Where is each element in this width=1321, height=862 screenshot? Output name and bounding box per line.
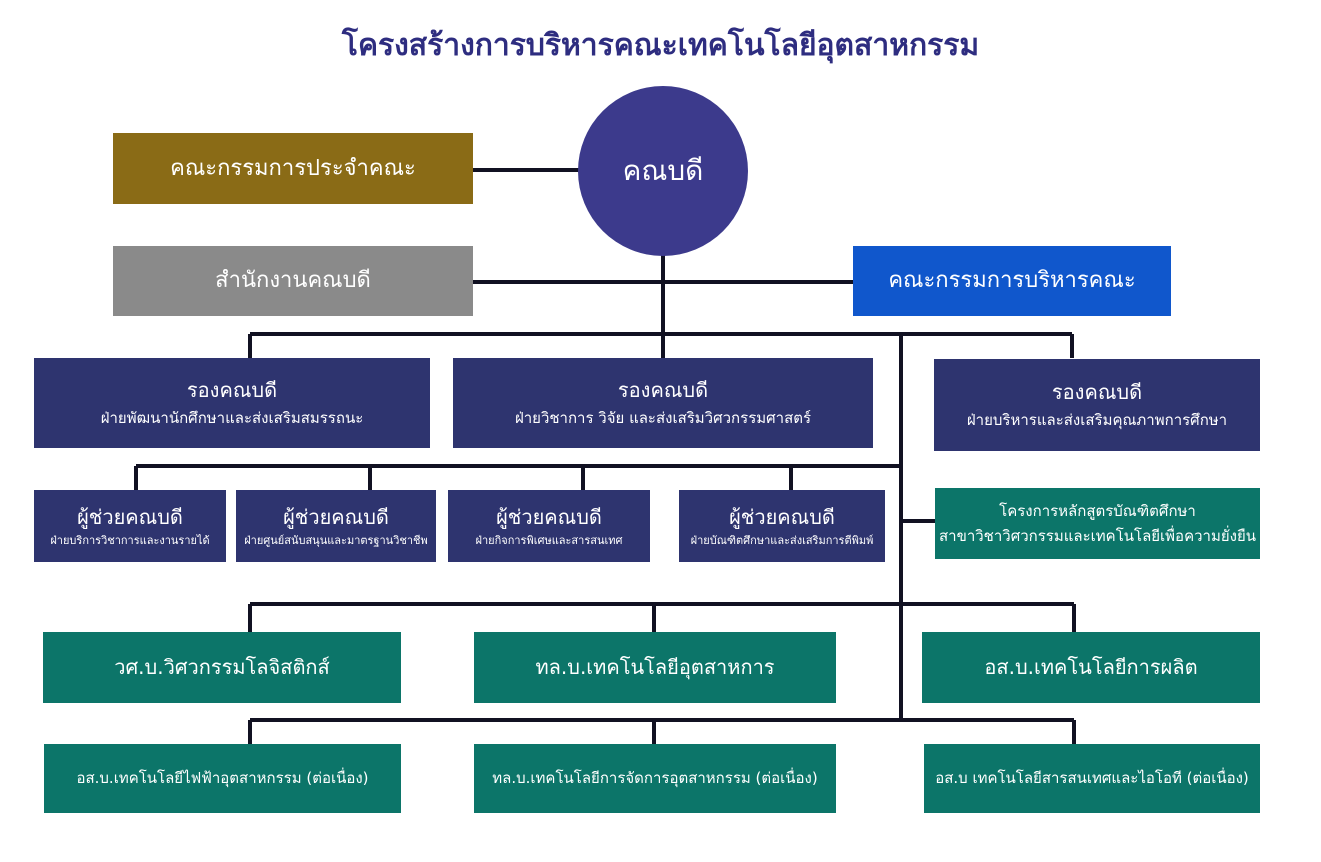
- program-logistics-engineering: วศ.บ.วิศวกรรมโลจิสติกส์: [43, 632, 401, 703]
- program-it-iot: อส.บ เทคโนโลยีสารสนเทศและไอโอที (ต่อเนื่…: [924, 744, 1260, 813]
- program-production-technology: อส.บ.เทคโนโลยีการผลิต: [922, 632, 1260, 703]
- assistant-dean-division: ฝ่ายบริการวิชาการและงานรายได้: [50, 533, 210, 547]
- vice-dean-box-2: รองคณบดี ฝ่ายวิชาการ วิจัย และส่งเสริมวิ…: [453, 358, 873, 448]
- graduate-project-line1: โครงการหลักสูตรบัณฑิตศึกษา: [999, 501, 1196, 520]
- graduate-project-line2: สาขาวิชาวิศวกรรมและเทคโนโลยีเพื่อความยั่…: [939, 526, 1256, 545]
- assistant-dean-box-3: ผู้ช่วยคณบดี ฝ่ายกิจการพิเศษและสารสนเทศ: [448, 490, 650, 562]
- assistant-dean-division: ฝ่ายบัณฑิตศึกษาและส่งเสริมการตีพิมพ์: [690, 533, 874, 547]
- executive-committee-box: คณะกรรมการบริหารคณะ: [853, 246, 1171, 316]
- program-industrial-management: ทล.บ.เทคโนโลยีการจัดการอุตสาหกรรม (ต่อเน…: [474, 744, 836, 813]
- vice-dean-title: รองคณบดี: [1051, 380, 1143, 405]
- program-industrial-technology: ทล.บ.เทคโนโลยีอุตสาหการ: [474, 632, 836, 703]
- dean-circle: คณบดี: [578, 86, 748, 256]
- dean-office-box: สำนักงานคณบดี: [113, 246, 473, 316]
- assistant-dean-title: ผู้ช่วยคณบดี: [496, 504, 602, 529]
- assistant-dean-division: ฝ่ายกิจการพิเศษและสารสนเทศ: [475, 533, 623, 547]
- vice-dean-title: รองคณบดี: [186, 378, 278, 403]
- assistant-dean-title: ผู้ช่วยคณบดี: [729, 504, 835, 529]
- assistant-dean-box-1: ผู้ช่วยคณบดี ฝ่ายบริการวิชาการและงานรายไ…: [34, 490, 226, 562]
- assistant-dean-title: ผู้ช่วยคณบดี: [283, 504, 389, 529]
- program-industrial-electrical: อส.บ.เทคโนโลยีไฟฟ้าอุตสาหกรรม (ต่อเนื่อง…: [44, 744, 401, 813]
- faculty-committee-box: คณะกรรมการประจำคณะ: [113, 133, 473, 204]
- assistant-dean-division: ฝ่ายศูนย์สนับสนุนและมาตรฐานวิชาชีพ: [244, 533, 428, 547]
- vice-dean-division: ฝ่ายบริหารและส่งเสริมคุณภาพการศึกษา: [966, 411, 1228, 430]
- vice-dean-title: รองคณบดี: [617, 378, 709, 403]
- vice-dean-box-1: รองคณบดี ฝ่ายพัฒนานักศึกษาและส่งเสริมสมร…: [34, 358, 430, 448]
- vice-dean-box-3: รองคณบดี ฝ่ายบริหารและส่งเสริมคุณภาพการศ…: [934, 359, 1260, 451]
- chart-title: โครงสร้างการบริหารคณะเทคโนโลยีอุตสาหกรรม: [341, 28, 980, 63]
- assistant-dean-box-2: ผู้ช่วยคณบดี ฝ่ายศูนย์สนับสนุนและมาตรฐาน…: [236, 490, 436, 562]
- vice-dean-division: ฝ่ายพัฒนานักศึกษาและส่งเสริมสมรรถนะ: [100, 409, 364, 428]
- assistant-dean-title: ผู้ช่วยคณบดี: [77, 504, 183, 529]
- assistant-dean-box-4: ผู้ช่วยคณบดี ฝ่ายบัณฑิตศึกษาและส่งเสริมก…: [679, 490, 885, 562]
- vice-dean-division: ฝ่ายวิชาการ วิจัย และส่งเสริมวิศวกรรมศาส…: [514, 409, 812, 428]
- graduate-project-box: โครงการหลักสูตรบัณฑิตศึกษา สาขาวิชาวิศวก…: [935, 488, 1260, 559]
